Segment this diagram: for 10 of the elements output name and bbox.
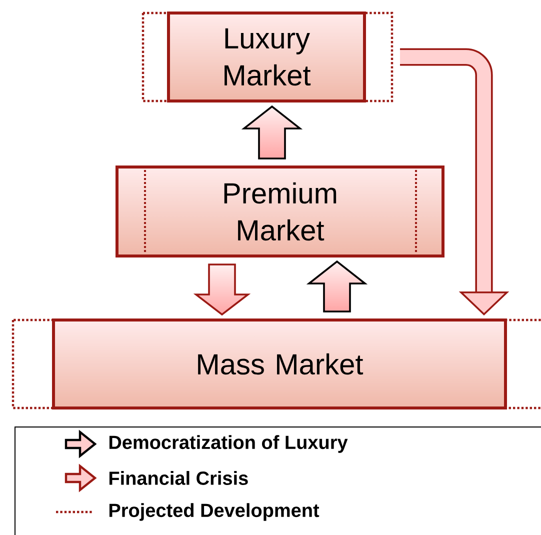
legend-label: Projected Development: [109, 503, 320, 521]
legend-label: Financial Crisis: [109, 471, 248, 485]
market-box: Mass Market: [52, 318, 507, 410]
block-arrow: [241, 105, 303, 160]
block-arrow: [306, 260, 368, 312]
legend-label: Democratization of Luxury: [109, 435, 348, 453]
block-arrow: [193, 264, 251, 316]
market-box: Premium Market: [116, 166, 444, 258]
bent-arrow: [400, 48, 510, 316]
market-box: Luxury Market: [167, 12, 366, 102]
